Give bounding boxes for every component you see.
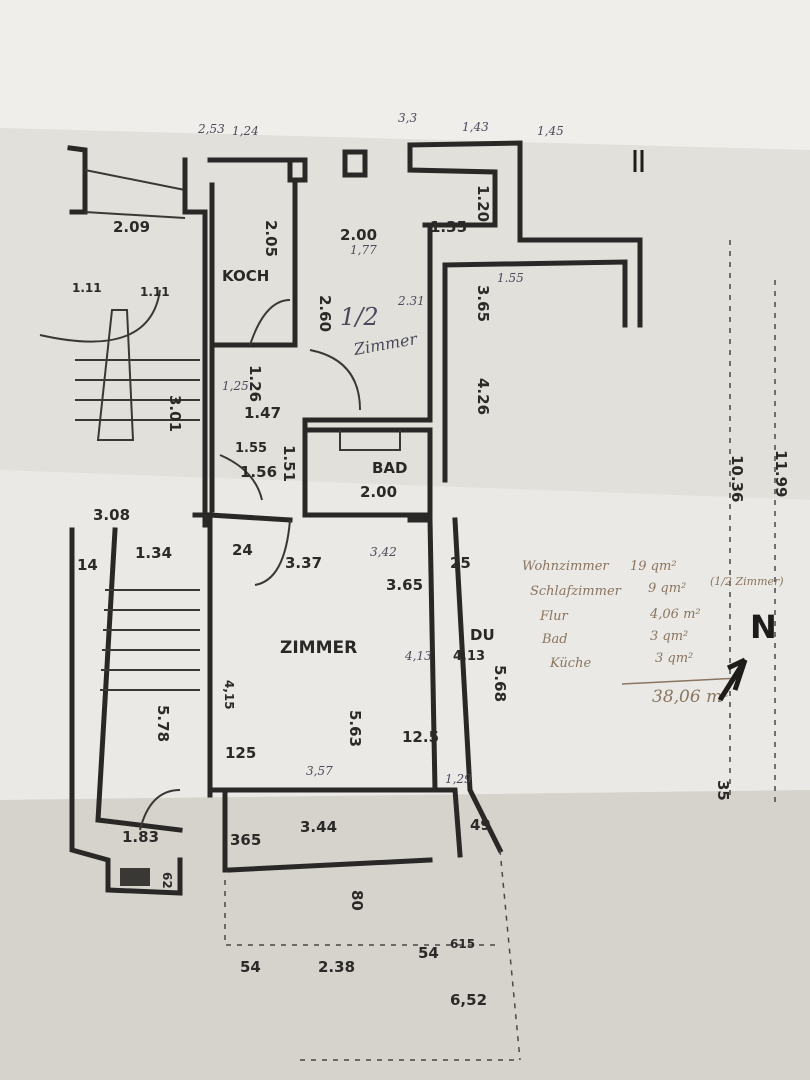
- area-label: Flur: [539, 609, 569, 624]
- dim-text: 1.20: [474, 185, 492, 222]
- north-arrow-icon: [717, 657, 748, 702]
- area-label: Wohnzimmer: [522, 559, 609, 574]
- dim-text: 3.65: [386, 576, 423, 594]
- dim-text: 3.65: [474, 285, 492, 322]
- dim-text: 1.56: [240, 463, 277, 481]
- dim-text: 1.47: [244, 404, 281, 422]
- dim-text: 1,24: [232, 124, 259, 138]
- dim-text: 54: [240, 958, 261, 976]
- dim-text: 10.36: [728, 455, 746, 502]
- dim-text: 1,25: [222, 379, 249, 393]
- dim-text: 4,13: [453, 649, 485, 664]
- dim-text: 2.00: [340, 226, 377, 244]
- dim-text: 2.05: [262, 220, 280, 257]
- area-extra: (1/2 Zimmer): [710, 575, 784, 588]
- dim-text: 1.55: [235, 441, 267, 456]
- dim-text: 1,43: [462, 120, 489, 134]
- dim-text: 24: [232, 541, 253, 559]
- dim-text: 1,29: [445, 772, 472, 786]
- area-value: 3 qm²: [655, 651, 693, 666]
- dim-text: 4,13: [404, 649, 432, 663]
- dim-text: 365: [230, 831, 261, 849]
- area-value: 9 qm²: [648, 581, 686, 596]
- dim-text: 1.34: [135, 544, 172, 562]
- dim-text: 3,3: [398, 111, 417, 125]
- area-value: 3 qm²: [650, 629, 688, 644]
- dim-text: 12.5: [402, 728, 439, 746]
- meter-box: [120, 868, 150, 886]
- dim-text: 3,42: [370, 545, 397, 559]
- room-label-bath: BAD: [372, 459, 408, 477]
- dim-text: 2.00: [360, 483, 397, 501]
- dim-text: 5.68: [491, 665, 509, 702]
- north-arrow: N: [717, 608, 777, 702]
- dim-text: 4.26: [474, 378, 492, 415]
- sum-line: [621, 677, 741, 685]
- room-label-room: ZIMMER: [280, 638, 357, 658]
- area-value: 4,06 m²: [649, 607, 701, 622]
- area-label: Schlafzimmer: [530, 584, 622, 599]
- dim-text: 1.26: [246, 365, 264, 402]
- dim-text: 49: [470, 816, 491, 834]
- dim-text: 2.60: [316, 295, 334, 332]
- area-value: 19 qm²: [630, 559, 677, 574]
- walls: [39, 140, 776, 1061]
- dim-text: 14: [77, 556, 98, 574]
- north-label: N: [750, 608, 777, 646]
- dim-text: 35: [714, 780, 732, 801]
- dim-text: 54: [418, 944, 439, 962]
- dim-text: 3.01: [166, 395, 184, 432]
- room-label-kitchen: KOCH: [222, 267, 269, 285]
- room-label-shower: DU: [470, 626, 495, 644]
- dim-text: 1,45: [537, 124, 564, 138]
- area-total: 38,06 m²: [652, 687, 729, 707]
- dim-text: 3.08: [93, 506, 130, 524]
- paper-fold-3: [0, 790, 810, 1080]
- dim-text: 25: [450, 554, 471, 572]
- dim-text: 6,52: [450, 991, 487, 1009]
- dim-text: 3,57: [306, 764, 333, 778]
- dim-text: 3.37: [285, 554, 322, 572]
- dimensions: 2,53 1,24 3,3 1,43 1,45 2.09 2.05 2.00 1…: [72, 111, 790, 1009]
- dim-text: 11.99: [772, 450, 790, 497]
- paper-fold-1: [0, 128, 810, 500]
- dim-text: 1.11: [140, 285, 170, 299]
- dim-text: 1.11: [72, 281, 102, 295]
- area-notes: Wohnzimmer 19 qm² Schlafzimmer 9 qm² (1/…: [522, 559, 784, 707]
- wall-mark: [633, 150, 644, 172]
- area-label: Bad: [541, 632, 568, 647]
- paper-fold-2: [0, 470, 810, 800]
- dim-text: 4,15: [222, 680, 236, 710]
- room-labels: KOCH 1/2 Zimmer BAD ZIMMER DU: [222, 267, 495, 658]
- dim-text: 1,77: [350, 243, 377, 257]
- dim-text: 5.78: [154, 705, 172, 742]
- dim-text: 2.31: [397, 294, 425, 308]
- dim-text: 2.09: [113, 218, 150, 236]
- dim-text: 615: [450, 937, 475, 951]
- room-label-half-room: 1/2: [340, 303, 379, 331]
- dim-text: 1.55: [497, 271, 524, 285]
- dim-text: 1.35: [430, 218, 467, 236]
- dim-text: 1.51: [280, 445, 298, 482]
- dim-text: 5.63: [346, 710, 364, 747]
- dim-text: 80: [348, 890, 366, 911]
- area-label: Küche: [549, 656, 591, 671]
- dim-text: 62: [160, 872, 174, 889]
- dim-text: 2.38: [318, 958, 355, 976]
- dim-text: 125: [225, 744, 256, 762]
- dim-text: 1.83: [122, 828, 159, 846]
- paper-top-band: [0, 0, 810, 150]
- dim-text: 3.44: [300, 818, 337, 836]
- dim-text: 2,53: [197, 122, 225, 136]
